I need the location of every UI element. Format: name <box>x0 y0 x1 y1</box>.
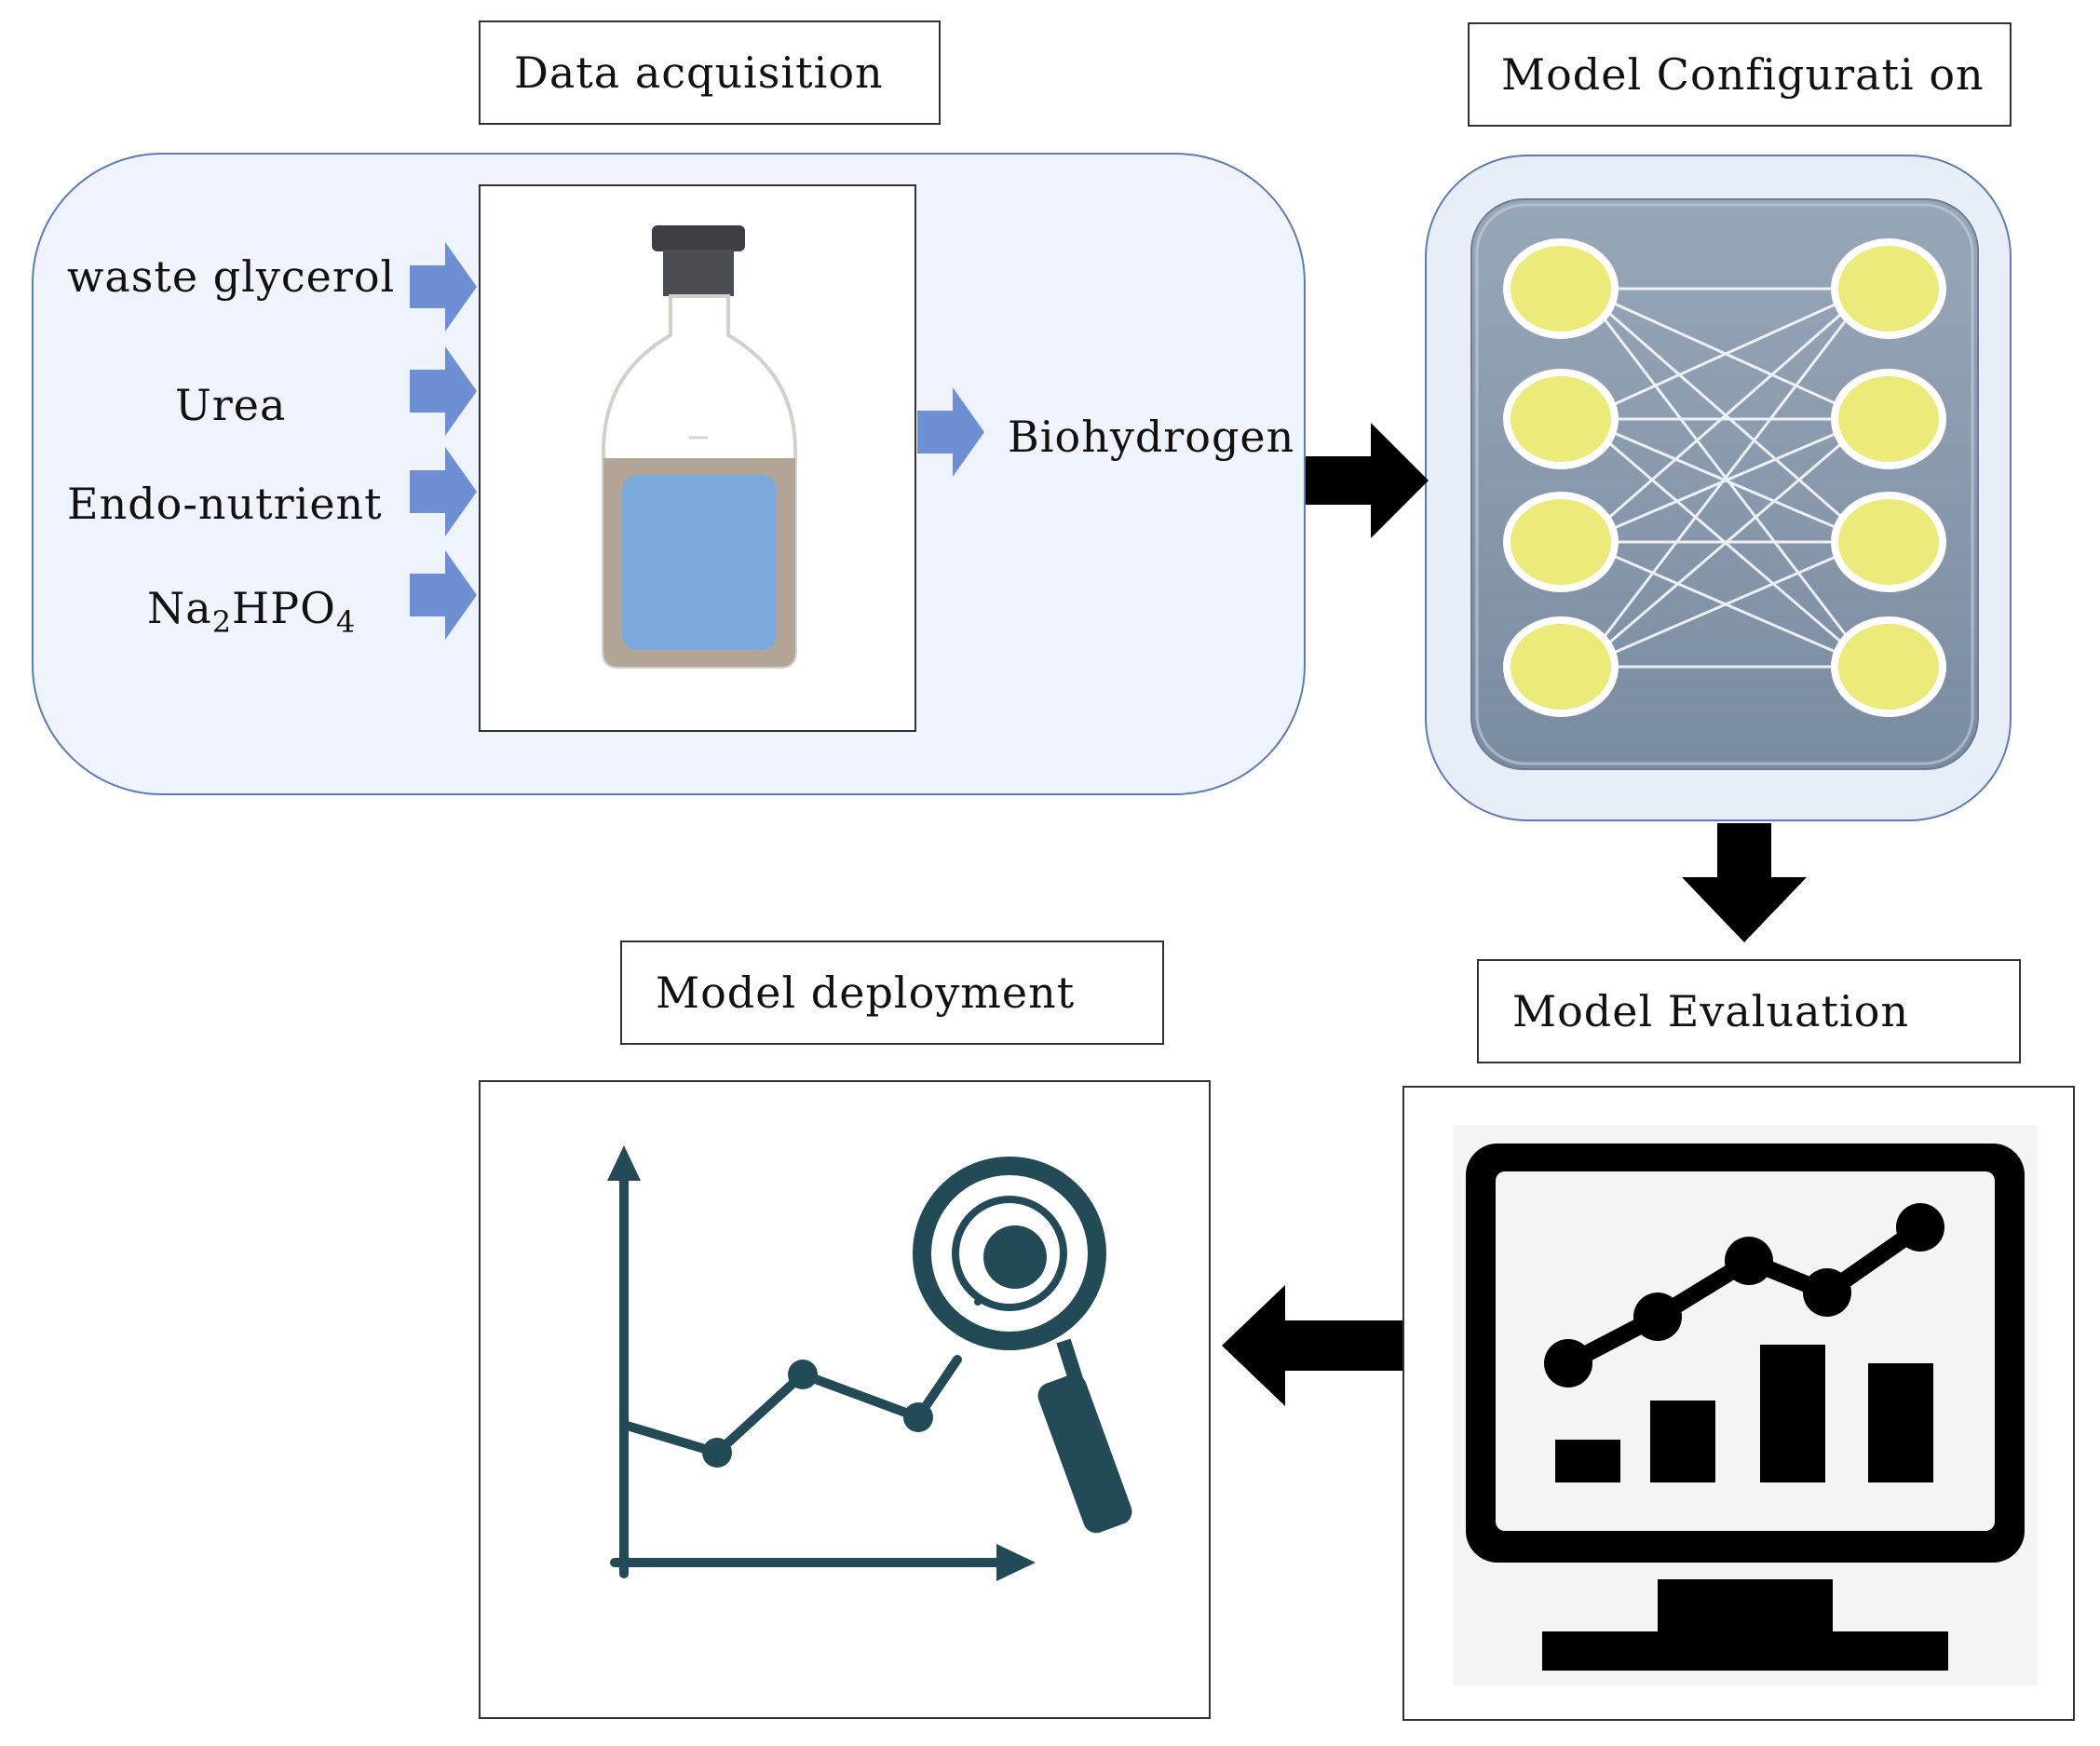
biohydrogen-label: Biohydrogen <box>1008 412 1295 462</box>
magnifier-chart-icon <box>607 1145 1132 1581</box>
output-arrow-icon <box>917 387 984 477</box>
input-arrow-icon <box>410 447 477 536</box>
input-label-waste-glycerol: waste glycerol <box>67 251 396 302</box>
model-deployment-text: Model deployment <box>656 968 1076 1018</box>
flow-arrow-left-icon <box>1222 1285 1402 1406</box>
model-evaluation-text: Model Evaluation <box>1512 986 1910 1036</box>
model-deployment-label: Model deployment <box>620 941 1164 1045</box>
model-configuration-label: Model Configurati on <box>1468 22 2012 127</box>
data-acquisition-text: Data acquisition <box>514 47 884 98</box>
input-label-endo-nutrient: Endo-nutrient <box>67 479 383 529</box>
model-configuration-text: Model Configurati on <box>1501 49 1985 100</box>
reagent-bottle-icon <box>602 225 797 669</box>
flow-arrow-right-icon <box>1306 423 1429 538</box>
input-arrows <box>410 242 477 640</box>
model-evaluation-label: Model Evaluation <box>1477 959 2021 1063</box>
neural-network-icon <box>1470 198 1979 770</box>
data-acquisition-label: Data acquisition <box>479 20 941 125</box>
input-arrow-icon <box>410 550 477 640</box>
input-label-na2hpo4: Na2HPO4 <box>147 583 357 641</box>
input-arrow-icon <box>410 346 477 436</box>
input-arrow-icon <box>410 242 477 332</box>
monitor-chart-icon <box>1453 1125 2038 1685</box>
input-label-urea: Urea <box>175 380 287 430</box>
flow-arrow-down-icon <box>1682 823 1807 942</box>
